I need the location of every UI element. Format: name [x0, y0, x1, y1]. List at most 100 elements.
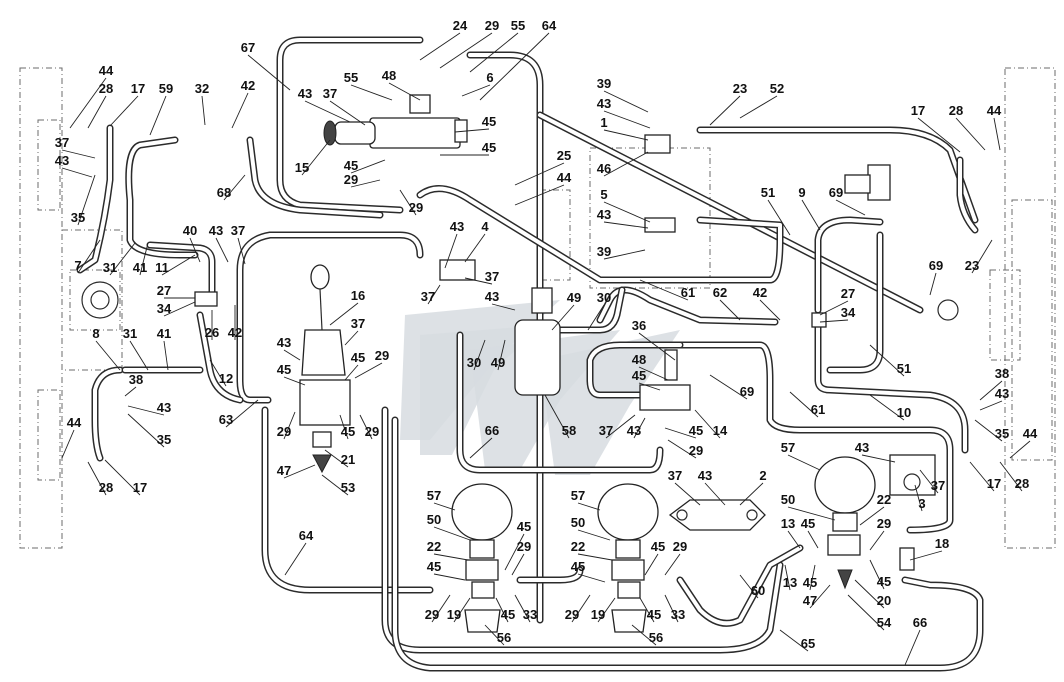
- callout-31: 31: [123, 326, 149, 371]
- callout-number: 37: [485, 269, 499, 284]
- callout-number: 41: [133, 260, 147, 275]
- callout-leader-line: [979, 400, 1003, 411]
- callout-leader-line: [454, 128, 490, 133]
- callout-45: 45: [277, 362, 306, 386]
- callout-number: 68: [217, 185, 231, 200]
- callout-50: 50: [571, 515, 611, 541]
- callout-leader-line: [127, 405, 165, 416]
- callout-leader-line: [759, 299, 781, 321]
- callout-number: 29: [375, 348, 389, 363]
- callout-leader-line: [439, 32, 493, 69]
- tank-right-top: [844, 164, 891, 201]
- callout-leader-line: [929, 272, 937, 296]
- callout-leader-line: [329, 100, 366, 126]
- callout-46: 46: [597, 151, 649, 177]
- callout-leader-line: [577, 573, 606, 583]
- callout-leader-line: [869, 394, 905, 421]
- callout-leader-line: [789, 391, 819, 418]
- callout-number: 37: [231, 223, 245, 238]
- callout-leader-line: [809, 564, 816, 591]
- callout-44: 44: [514, 170, 572, 206]
- callout-leader-line: [321, 474, 349, 496]
- callout-29: 29: [664, 539, 687, 576]
- callout-leader-line: [504, 533, 525, 571]
- callout-42: 42: [231, 78, 255, 129]
- left-axle-frame: [19, 67, 123, 549]
- callout-29: 29: [354, 348, 389, 379]
- callout-number: 69: [740, 384, 754, 399]
- callout-leader-line: [61, 167, 93, 178]
- callout-67: 67: [241, 40, 291, 91]
- callout-leader-line: [104, 459, 141, 496]
- callout-29: 29: [565, 594, 591, 623]
- callout-number: 45: [482, 140, 496, 155]
- callout-29: 29: [277, 411, 296, 440]
- callout-35: 35: [974, 419, 1009, 442]
- callout-leader-line: [433, 502, 456, 511]
- callout-leader-line: [809, 584, 831, 609]
- callout-number: 29: [365, 424, 379, 439]
- callout-number: 69: [929, 258, 943, 273]
- callout-number: 17: [987, 476, 1001, 491]
- callout-leader-line: [388, 82, 421, 101]
- callout-leader-line: [209, 359, 227, 387]
- callout-65: 65: [779, 629, 815, 652]
- callout-number: 29: [425, 607, 439, 622]
- callout-number: 56: [497, 630, 511, 645]
- callout-41: 41: [157, 326, 171, 371]
- callout-number: 33: [671, 607, 685, 622]
- callout-25: 25: [514, 148, 571, 186]
- callout-leader-line: [603, 151, 649, 177]
- callout-29: 29: [399, 189, 423, 216]
- callout-37: 37: [599, 414, 636, 439]
- callout-number: 53: [341, 480, 355, 495]
- callout-50: 50: [781, 492, 836, 521]
- callout-35: 35: [127, 413, 171, 448]
- callout-number: 22: [427, 539, 441, 554]
- callout-leader-line: [787, 454, 821, 471]
- accumulator-middle: [597, 483, 659, 633]
- callout-leader-line: [819, 319, 849, 323]
- callout-40: 40: [183, 223, 201, 263]
- callout-number: 43: [855, 440, 869, 455]
- callout-68: 68: [217, 174, 246, 201]
- callout-number: 64: [299, 528, 314, 543]
- callout-leader-line: [664, 594, 679, 623]
- callout-21: 21: [324, 449, 355, 468]
- callout-45: 45: [571, 559, 606, 583]
- callout-leader-line: [479, 32, 550, 101]
- callout-number: 29: [517, 539, 531, 554]
- callout-number: 17: [911, 103, 925, 118]
- callout-51: 51: [761, 185, 791, 236]
- callout-9: 9: [798, 185, 821, 231]
- callout-17: 17: [104, 459, 147, 496]
- callout-45: 45: [632, 368, 661, 391]
- callout-number: 13: [781, 516, 795, 531]
- callout-30: 30: [587, 290, 611, 331]
- callout-number: 14: [713, 423, 728, 438]
- valve-1-and-5: [644, 134, 676, 233]
- callout-leader-line: [638, 382, 661, 391]
- callout-number: 45: [689, 423, 703, 438]
- callout-37: 37: [231, 223, 246, 265]
- callout-45: 45: [803, 564, 817, 591]
- callout-number: 25: [557, 148, 571, 163]
- callout-17: 17: [911, 103, 961, 153]
- callout-number: 43: [450, 219, 464, 234]
- callout-52: 52: [739, 81, 784, 119]
- callout-number: 17: [131, 81, 145, 96]
- callout-leader-line: [283, 349, 301, 361]
- callout-60: 60: [739, 574, 765, 599]
- callout-leader-line: [993, 117, 1001, 151]
- callout-37: 37: [55, 135, 96, 159]
- callout-number: 48: [632, 352, 646, 367]
- callout-18: 18: [909, 536, 949, 561]
- callout-number: 28: [99, 81, 113, 96]
- callout-57: 57: [427, 488, 456, 511]
- callout-number: 55: [344, 70, 358, 85]
- callout-leader-line: [354, 362, 383, 379]
- callout-number: 50: [427, 512, 441, 527]
- callout-leader-line: [87, 461, 107, 496]
- callout-leader-line: [835, 199, 866, 216]
- callout-45: 45: [344, 350, 365, 381]
